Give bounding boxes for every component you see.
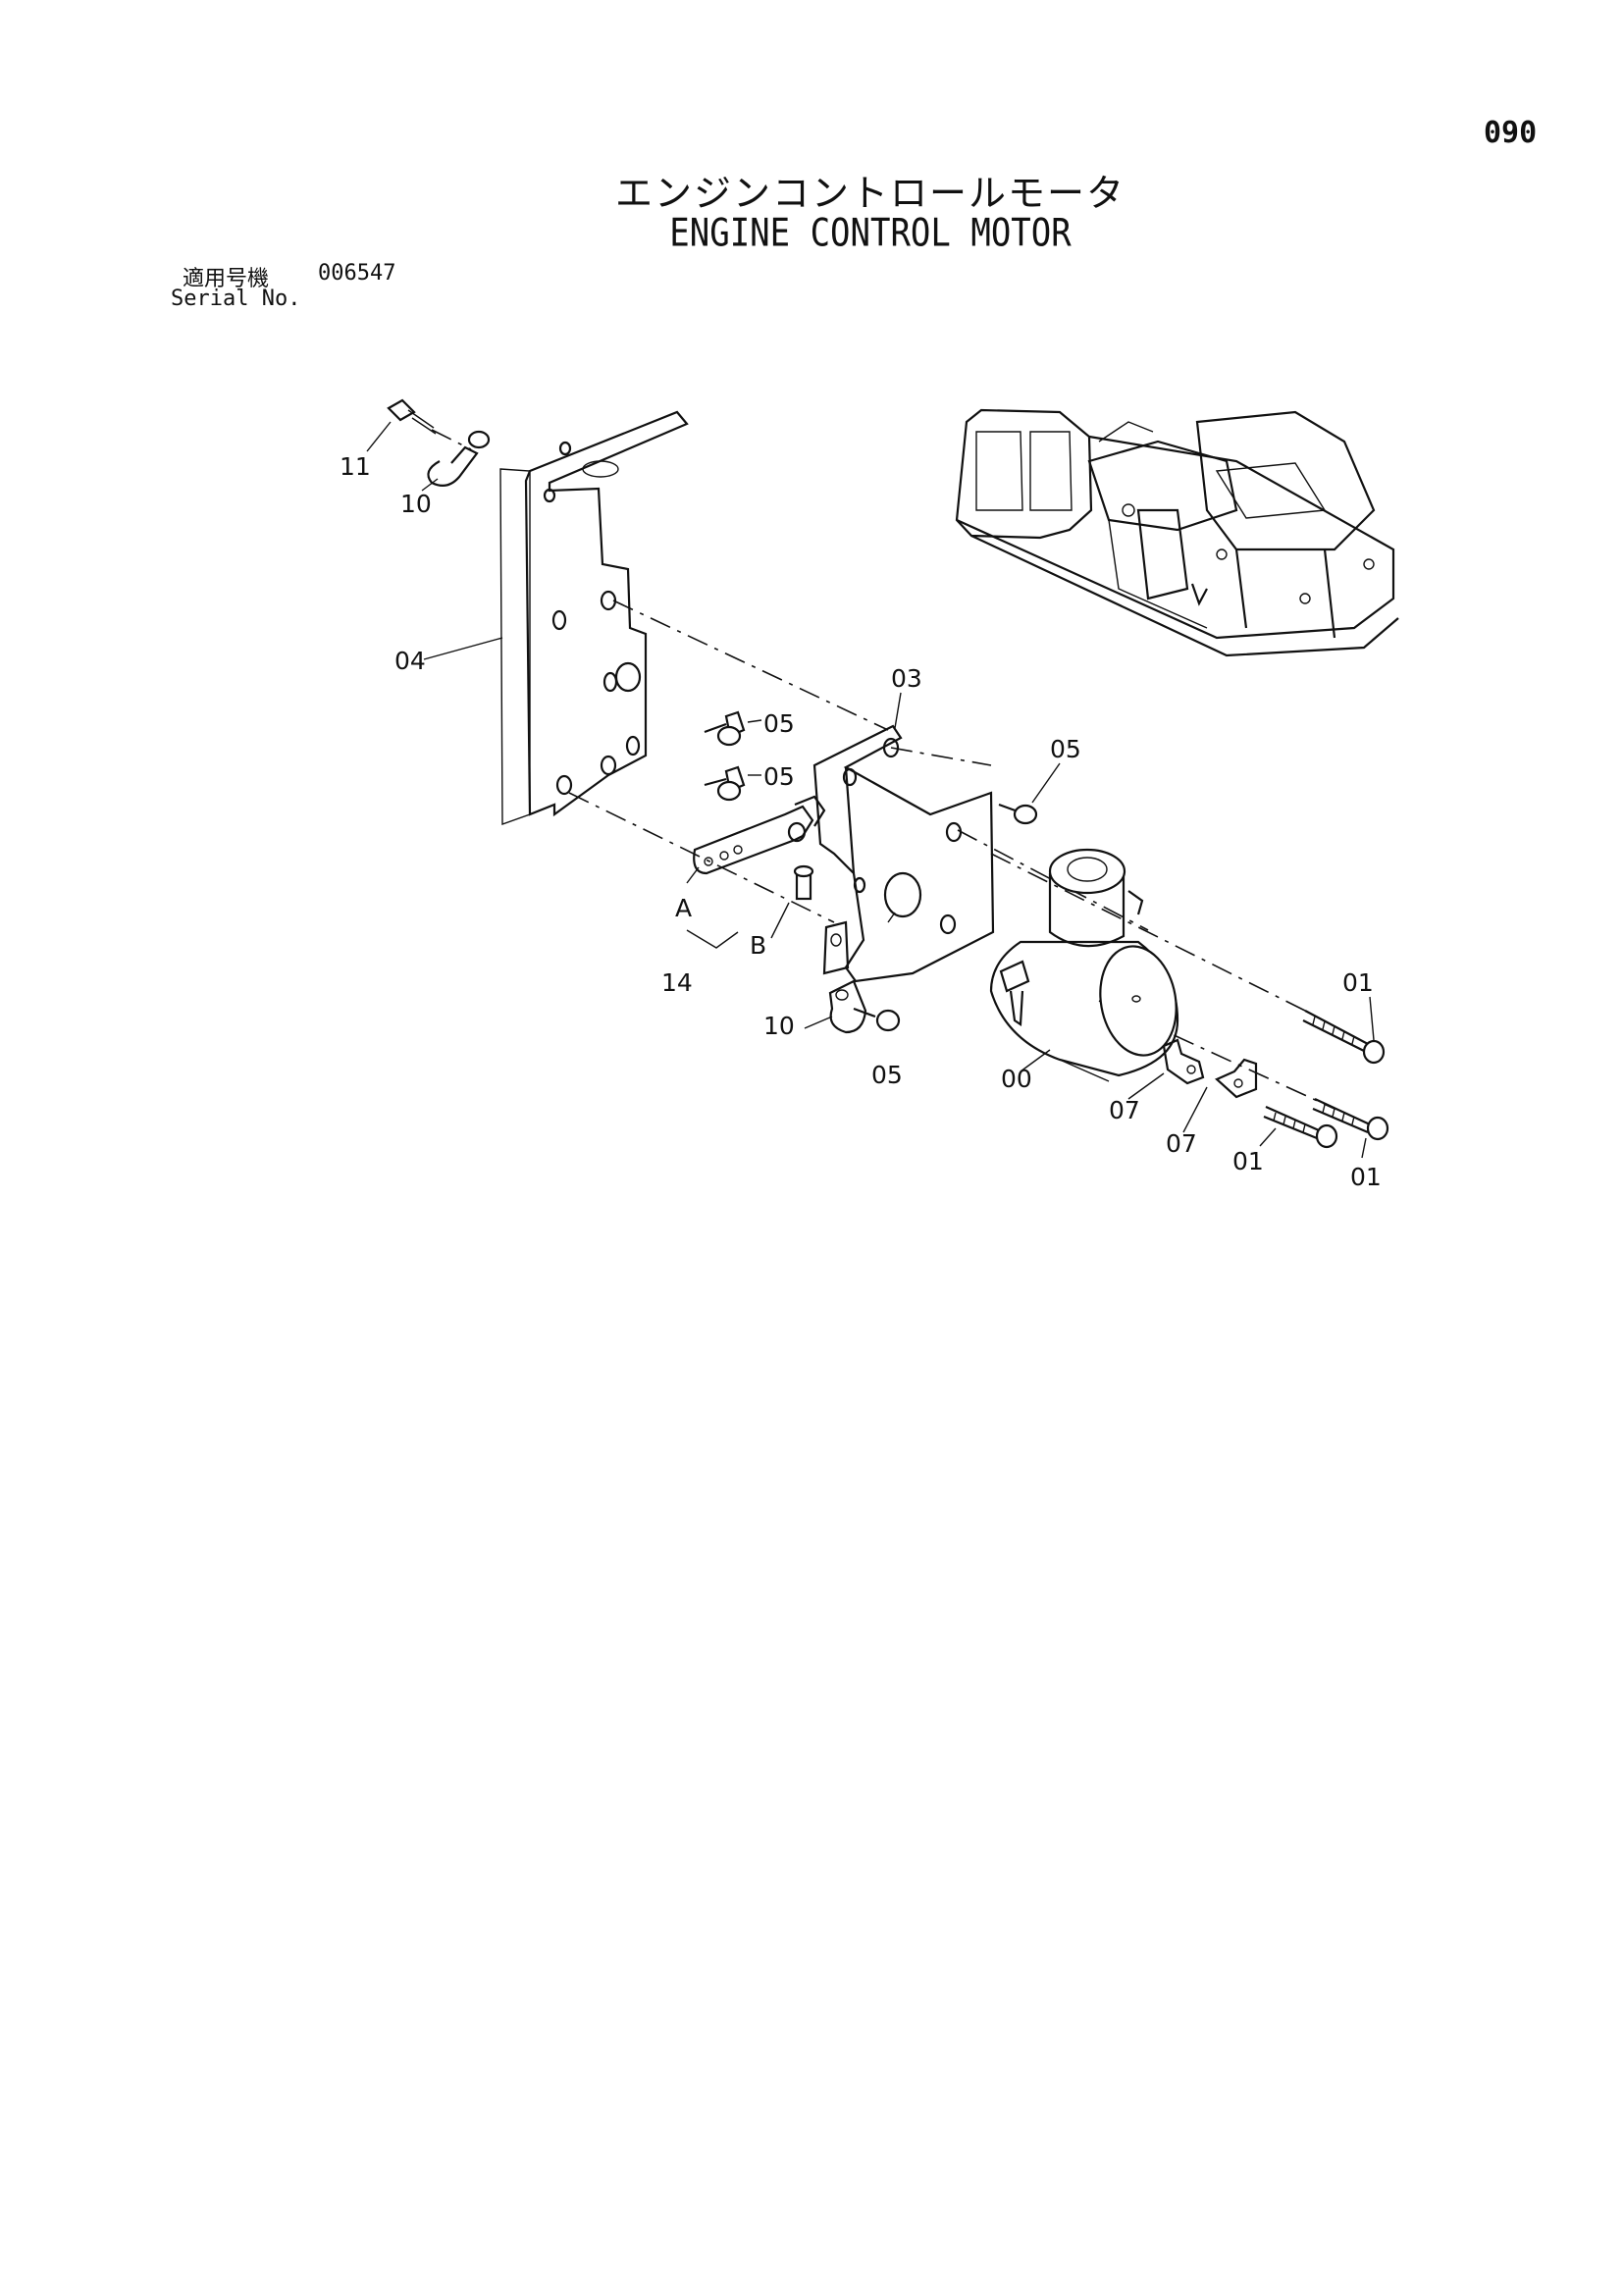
engine-control-motor-00 [989, 848, 1179, 1082]
callout-B: B [750, 931, 766, 960]
callout-04: 04 [394, 647, 426, 675]
callout-07-b: 07 [1166, 1129, 1197, 1158]
screw-01-c [1312, 1098, 1389, 1141]
callout-07-a: 07 [1109, 1096, 1140, 1124]
callout-05-b: 05 [763, 762, 795, 791]
lever-arm-14 [693, 795, 826, 875]
callout-01-c: 01 [1350, 1163, 1382, 1191]
title-english: ENGINE CONTROL MOTOR [669, 211, 1072, 256]
callout-03: 03 [891, 664, 922, 693]
screw-01-a [1302, 1010, 1386, 1065]
clamp-10-top [427, 430, 491, 488]
plate-07-a [1162, 1038, 1205, 1085]
callout-05-c: 05 [1050, 735, 1081, 763]
callout-01-b: 01 [1232, 1147, 1264, 1175]
callout-00: 00 [1001, 1065, 1032, 1093]
page-number: 090 [1484, 116, 1538, 150]
callout-A: A [675, 894, 692, 922]
callout-01-a: 01 [1342, 968, 1374, 997]
bolt-05-b [704, 765, 746, 802]
callout-05-a: 05 [763, 709, 795, 738]
clamp-10-bottom [828, 979, 867, 1034]
callout-10-bottom: 10 [763, 1012, 795, 1040]
plate-07-b [1215, 1058, 1258, 1099]
bolt-11 [387, 398, 437, 435]
serial-label-japanese: 適用号機 [183, 267, 270, 291]
bolt-05-a [704, 710, 746, 747]
callout-14: 14 [661, 968, 693, 997]
screw-01-b [1263, 1105, 1338, 1149]
callout-05-d: 05 [871, 1061, 903, 1089]
bracket-plate-04 [499, 410, 689, 825]
bracket-03 [812, 724, 995, 983]
bolt-05-c [998, 803, 1038, 825]
excavator-inset-illustration [955, 408, 1399, 657]
serial-label-english: Serial No. [171, 287, 301, 311]
title-japanese: エンジンコントロールモータ [614, 172, 1126, 215]
serial-value: 006547 [318, 261, 396, 286]
callout-10-top: 10 [400, 490, 432, 518]
callout-11: 11 [340, 452, 371, 481]
pin-B [793, 864, 814, 901]
leader-lines [366, 421, 1375, 1159]
